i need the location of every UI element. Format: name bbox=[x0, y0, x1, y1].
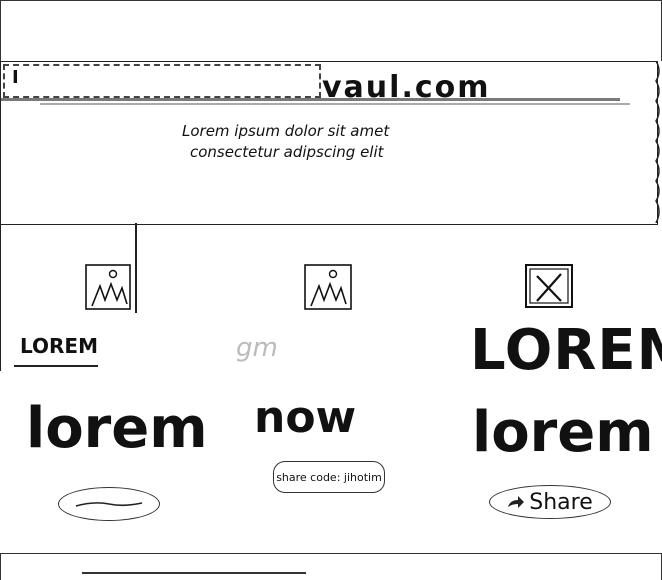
wavy-edge bbox=[655, 61, 660, 223]
pill-button[interactable] bbox=[58, 487, 160, 521]
column-1-label: LOREM bbox=[20, 334, 98, 358]
share-code-label: share code: jihotim bbox=[276, 470, 382, 484]
share-button[interactable]: Share bbox=[489, 485, 611, 519]
text-cursor: I bbox=[12, 67, 19, 88]
image-placeholder-icon bbox=[304, 264, 352, 310]
broken-image-icon bbox=[525, 264, 573, 308]
column-2-heading: now bbox=[254, 392, 357, 443]
column-divider bbox=[135, 223, 137, 313]
column-2-faint-label: gm bbox=[236, 333, 278, 363]
footer-line bbox=[82, 572, 306, 574]
left-border-line bbox=[0, 223, 1, 371]
top-bar bbox=[0, 0, 662, 61]
footer bbox=[0, 553, 662, 580]
image-placeholder-icon bbox=[85, 264, 131, 310]
hero-text-line-2: consectetur adipscing elit bbox=[190, 143, 384, 161]
column-1-underline bbox=[14, 365, 98, 367]
share-icon bbox=[508, 496, 525, 508]
column-3-heading: LOREM bbox=[470, 318, 662, 383]
search-input[interactable] bbox=[3, 64, 321, 98]
share-label: Share bbox=[529, 489, 593, 515]
hero-text-line-1: Lorem ipsum dolor sit amet bbox=[182, 122, 390, 140]
header-divider-2 bbox=[40, 103, 630, 105]
header-hero bbox=[0, 61, 658, 225]
column-3-subheading: lorem bbox=[472, 400, 654, 465]
share-code-button[interactable]: share code: jihotim bbox=[273, 461, 385, 493]
line-glyph-icon bbox=[75, 502, 143, 507]
header-divider bbox=[0, 98, 620, 101]
column-1-heading: lorem bbox=[26, 396, 208, 461]
